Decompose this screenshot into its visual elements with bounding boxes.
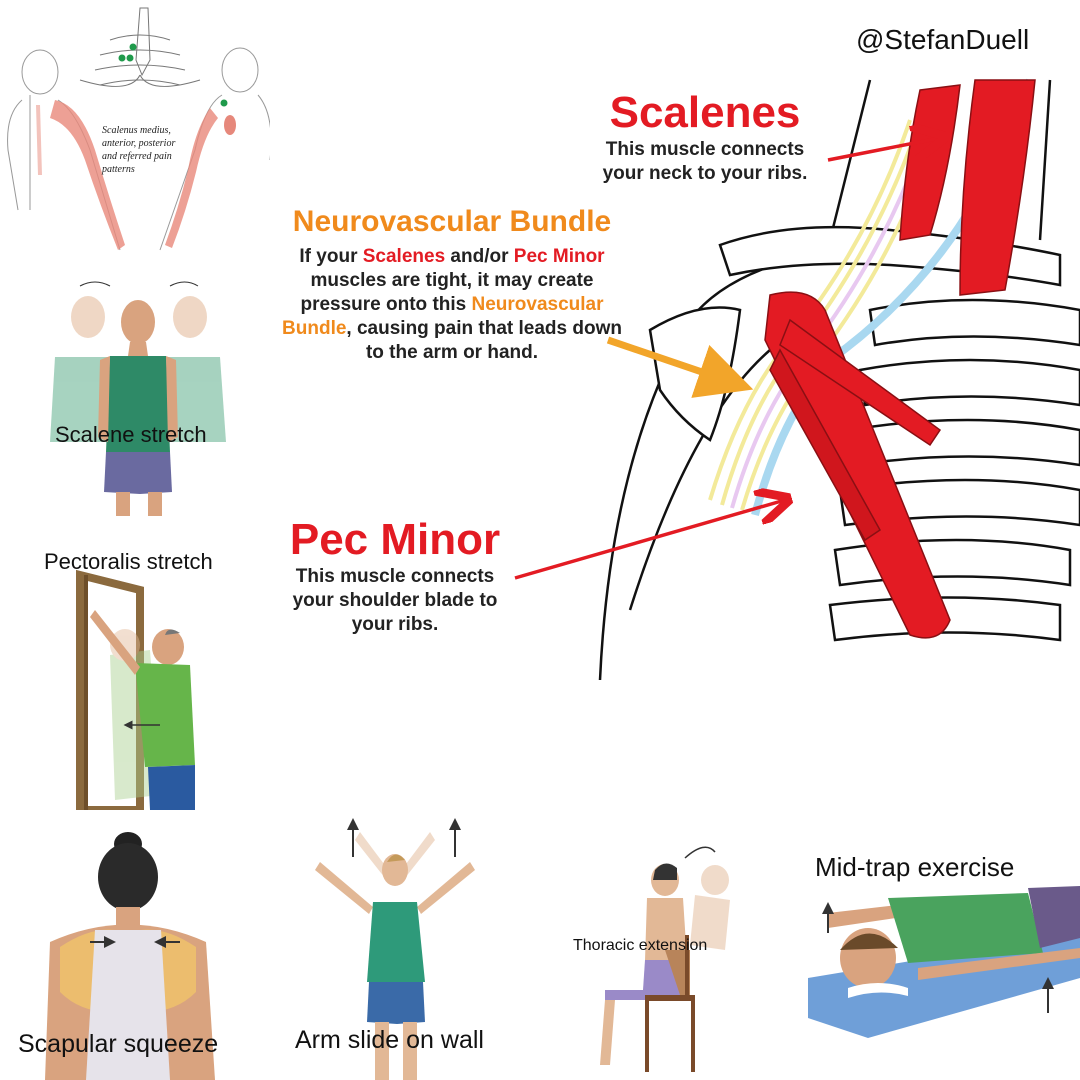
pectoralis-stretch-caption: Pectoralis stretch — [44, 549, 213, 574]
scapular-squeeze-tile: Scapular squeeze — [0, 812, 270, 1080]
author-handle: @StefanDuell — [856, 24, 1030, 55]
trigger-point — [220, 99, 228, 107]
bundle-title: Neurovascular Bundle — [292, 205, 612, 238]
pectoralis-stretch-illustration — [76, 569, 195, 810]
bundle-description: If your Scalenes and/or Pec Minor muscle… — [282, 246, 622, 363]
scalenes-annotation: Scalenes This muscle connects your neck … — [575, 88, 835, 186]
pectoralis-stretch-tile: Pectoralis stretch — [0, 535, 270, 810]
thoracic-extension-tile: Thoracic extension — [565, 840, 750, 1080]
scalene-stretch-tile: Scalene stretch — [0, 272, 270, 520]
bundle-annotation: Neurovascular Bundle If your Scalenes an… — [262, 205, 642, 365]
scapular-squeeze-illustration — [45, 832, 215, 1080]
mid-trap-caption: Mid-trap exercise — [815, 852, 1015, 882]
trigger-point — [118, 54, 126, 62]
arm-slide-caption: Arm slide on wall — [295, 1026, 484, 1054]
referred-pain-illustration — [7, 7, 270, 251]
trigger-point — [126, 54, 134, 62]
referred-pain-diagram: Scalenus medius, anterior, posterior and… — [0, 0, 270, 268]
scalene-stretch-caption: Scalene stretch — [55, 422, 207, 447]
scalene-stretch-illustration — [50, 281, 226, 516]
trigger-point — [129, 43, 137, 51]
thoracic-extension-caption: Thoracic extension — [573, 937, 708, 954]
scapular-squeeze-caption: Scapular squeeze — [18, 1030, 219, 1058]
pec-minor-description: This muscle connects your shoulder blade… — [292, 566, 498, 635]
pec-minor-annotation: Pec Minor This muscle connects your shou… — [270, 515, 520, 637]
thoracic-extension-illustration — [600, 846, 730, 1072]
arm-slide-illustration — [315, 818, 475, 1080]
mid-trap-illustration — [808, 886, 1080, 1038]
pec-minor-title: Pec Minor — [289, 515, 501, 564]
shoulder-anatomy-illustration — [514, 78, 1080, 680]
scalenes-title: Scalenes — [609, 88, 801, 137]
arm-slide-tile: Arm slide on wall — [275, 812, 545, 1080]
shoulder-anatomy-diagram — [270, 60, 1080, 680]
referral-note: Scalenus medius, anterior, posterior and… — [102, 125, 176, 175]
mid-trap-tile — [808, 838, 1080, 1038]
scalenes-description: This muscle connects your neck to your r… — [602, 139, 808, 184]
